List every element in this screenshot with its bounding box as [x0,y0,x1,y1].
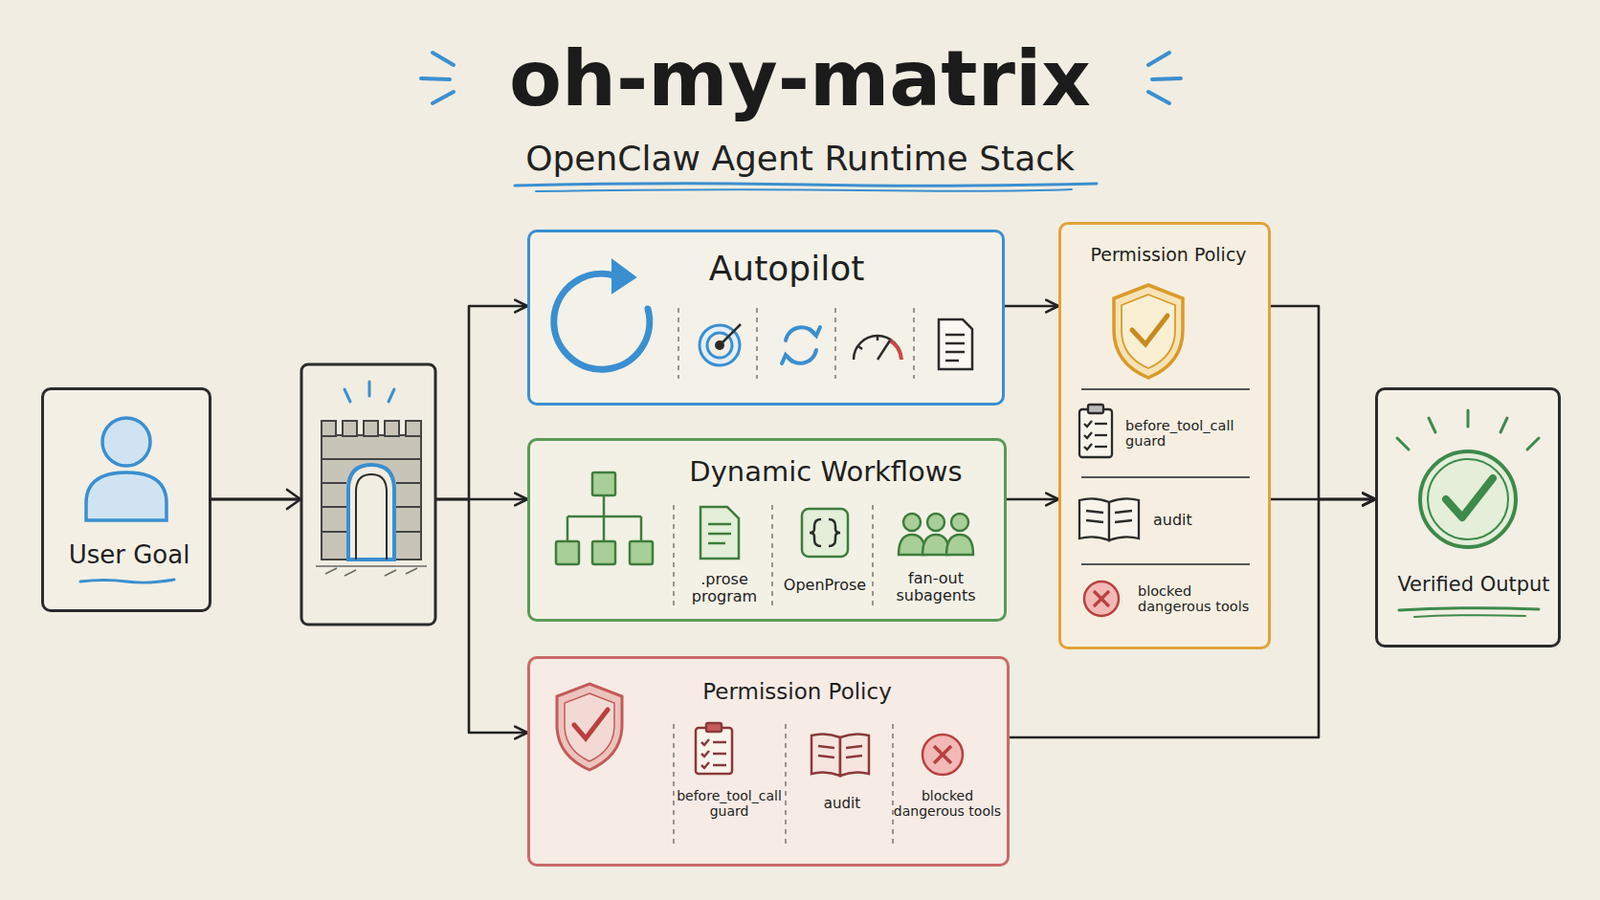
item-label: before_tool_call guard [1125,418,1250,450]
castle-gate-icon [384,421,400,437]
ground-hatch [325,568,337,575]
diagram-title: oh-my-matrix [369,37,1231,122]
item-label: audit [1153,511,1240,530]
castle-gate-icon [321,458,422,461]
flow-arrow [211,499,528,734]
flow-arrow [1006,498,1059,502]
item-label: .prose program [686,571,763,607]
gate-entry-arrow [287,489,301,510]
box-title: Dynamic Workflows [647,456,1004,489]
castle-gate-icon [321,435,422,560]
subtitle: OpenClaw Agent Runtime Stack [436,138,1164,178]
title-dashes [432,52,454,66]
flow-arrow [1004,305,1059,309]
gate-box [301,364,436,625]
item-label: audit [803,796,881,813]
castle-gate-icon [405,421,422,437]
item-label: blocked dangerous tools [888,788,1008,820]
stage-box: Permission Policy [527,656,1010,867]
box-title: Verified Output [1389,573,1558,597]
title-dashes [1152,78,1181,80]
castle-gate-icon [355,474,387,560]
gate-rays [368,381,372,397]
castle-gate-icon [363,421,378,437]
gate-rays [344,389,351,402]
gate-rays [388,389,395,402]
ground-hatch [344,570,356,577]
goal-box: User Goal [41,387,212,613]
subtitle-underline [535,189,1072,192]
ground-hatch [315,566,427,577]
gate-entry-arrow [287,489,301,510]
stage-box: Autopilot [527,229,1005,406]
castle-gate-icon [396,531,422,534]
box-title: Permission Policy [587,679,1007,705]
gate-box [301,364,436,625]
box-title: User Goal [49,541,209,571]
castle-gate-icon [396,482,422,485]
box-title: Autopilot [571,248,1002,289]
castle-gate-icon [321,506,347,509]
flow-arrow [211,306,528,500]
box-title: Permission Policy [1068,244,1268,267]
title-dashes [421,78,450,80]
ground-hatch [405,568,418,575]
flow-arrow [1270,306,1376,500]
title-dashes [1148,91,1170,104]
castle-gate-icon [321,531,347,534]
title-dashes [1148,52,1170,66]
castle-gate-icon [321,482,347,485]
item-label: before_tool_call guard [666,788,792,820]
castle-gate-icon [396,506,422,509]
castle-gate-icon [321,421,422,560]
castle-gate-icon [342,421,357,437]
gate-rays [344,381,395,402]
ground-hatch [315,565,427,568]
output-box: Verified Output [1375,387,1561,648]
subtitle-underline [514,183,1097,187]
item-label: blocked dangerous tools [1137,583,1258,616]
item-label: OpenProse [772,577,878,595]
subtitle-underline [514,183,1097,192]
item-label: fan-out subagents [888,570,983,606]
castle-gate-icon [321,421,336,437]
castle-gate-icon [348,465,395,560]
title-dashes [432,91,454,104]
ground-hatch [384,570,397,577]
